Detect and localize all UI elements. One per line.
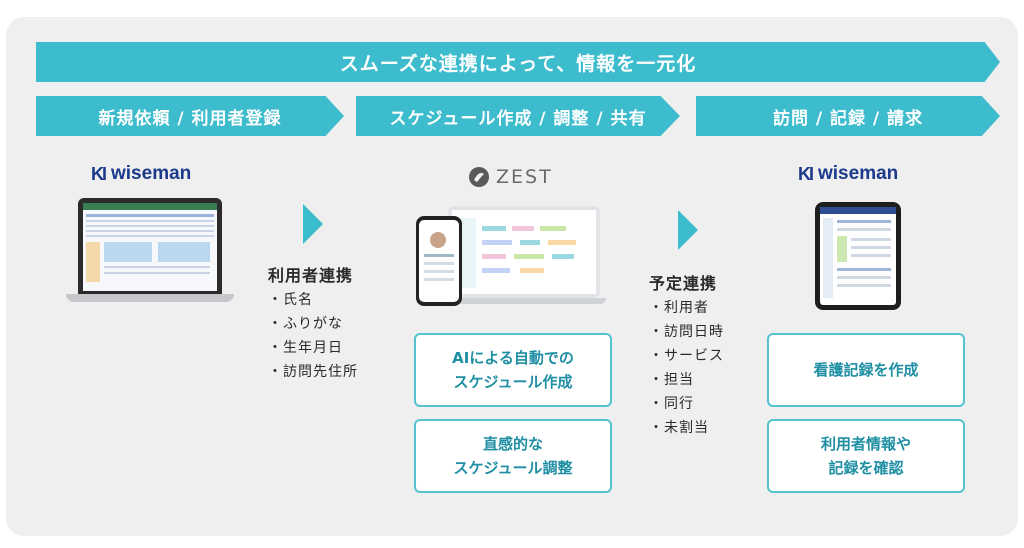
feature-line: 記録を確認: [828, 459, 904, 477]
feature-box-intuitive-adjust: 直感的な スケジュール調整: [414, 419, 612, 493]
user-link-list: 氏名 ふりがな 生年月日 訪問先住所: [268, 288, 358, 384]
feature-line: AIによる自動での: [452, 349, 574, 367]
feature-line: 利用者情報や: [820, 435, 911, 453]
tablet-image: [815, 202, 901, 310]
wiseman-logo-left: KI wiseman: [91, 163, 191, 185]
feature-box-check-info: 利用者情報や 記録を確認: [767, 419, 965, 493]
feature-box-nursing-record: 看護記録を作成: [767, 333, 965, 407]
zest-logo: ZEST: [468, 166, 553, 188]
schedule-link-title: 予定連携: [649, 274, 718, 293]
feature-line: スケジュール作成: [453, 373, 573, 391]
banner-text: スムーズな連携によって、情報を一元化: [339, 52, 697, 75]
zest-mark-icon: [469, 167, 489, 187]
top-banner: スムーズな連携によって、情報を一元化: [36, 42, 1000, 82]
step-arrow-2: スケジュール作成 / 調整 / 共有: [356, 96, 680, 136]
list-item: 未割当: [649, 416, 724, 440]
list-item: 生年月日: [268, 336, 358, 360]
step-label-3: 訪問 / 記録 / 請求: [772, 108, 924, 129]
feature-line: 看護記録を作成: [813, 361, 919, 379]
list-item: 担当: [649, 368, 724, 392]
schedule-link-list: 利用者 訪問日時 サービス 担当 同行 未割当: [649, 296, 724, 440]
list-item: ふりがな: [268, 312, 358, 336]
wiseman-mark-icon: KI: [798, 163, 814, 184]
zest-devices-image: [416, 200, 606, 310]
step-arrow-3: 訪問 / 記録 / 請求: [696, 96, 1000, 136]
zest-logo-text: ZEST: [496, 166, 553, 188]
user-link-title: 利用者連携: [268, 266, 354, 285]
step-label-2: スケジュール作成 / 調整 / 共有: [389, 108, 647, 129]
wiseman-logo-text: wiseman: [111, 163, 192, 184]
list-item: 氏名: [268, 288, 358, 312]
wiseman-logo-right: KI wiseman: [798, 163, 898, 185]
list-item: サービス: [649, 344, 724, 368]
list-item: 同行: [649, 392, 724, 416]
list-item: 利用者: [649, 296, 724, 320]
feature-line: 直感的な: [482, 435, 543, 453]
wiseman-mark-icon: KI: [91, 163, 107, 184]
list-item: 訪問先住所: [268, 360, 358, 384]
wiseman-logo-text: wiseman: [818, 163, 899, 184]
feature-box-ai-schedule: AIによる自動での スケジュール作成: [414, 333, 612, 407]
step-label-1: 新規依頼 / 利用者登録: [98, 108, 282, 129]
laptop-image: [66, 198, 234, 310]
list-item: 訪問日時: [649, 320, 724, 344]
feature-line: スケジュール調整: [453, 459, 573, 477]
step-arrow-1: 新規依頼 / 利用者登録: [36, 96, 344, 136]
